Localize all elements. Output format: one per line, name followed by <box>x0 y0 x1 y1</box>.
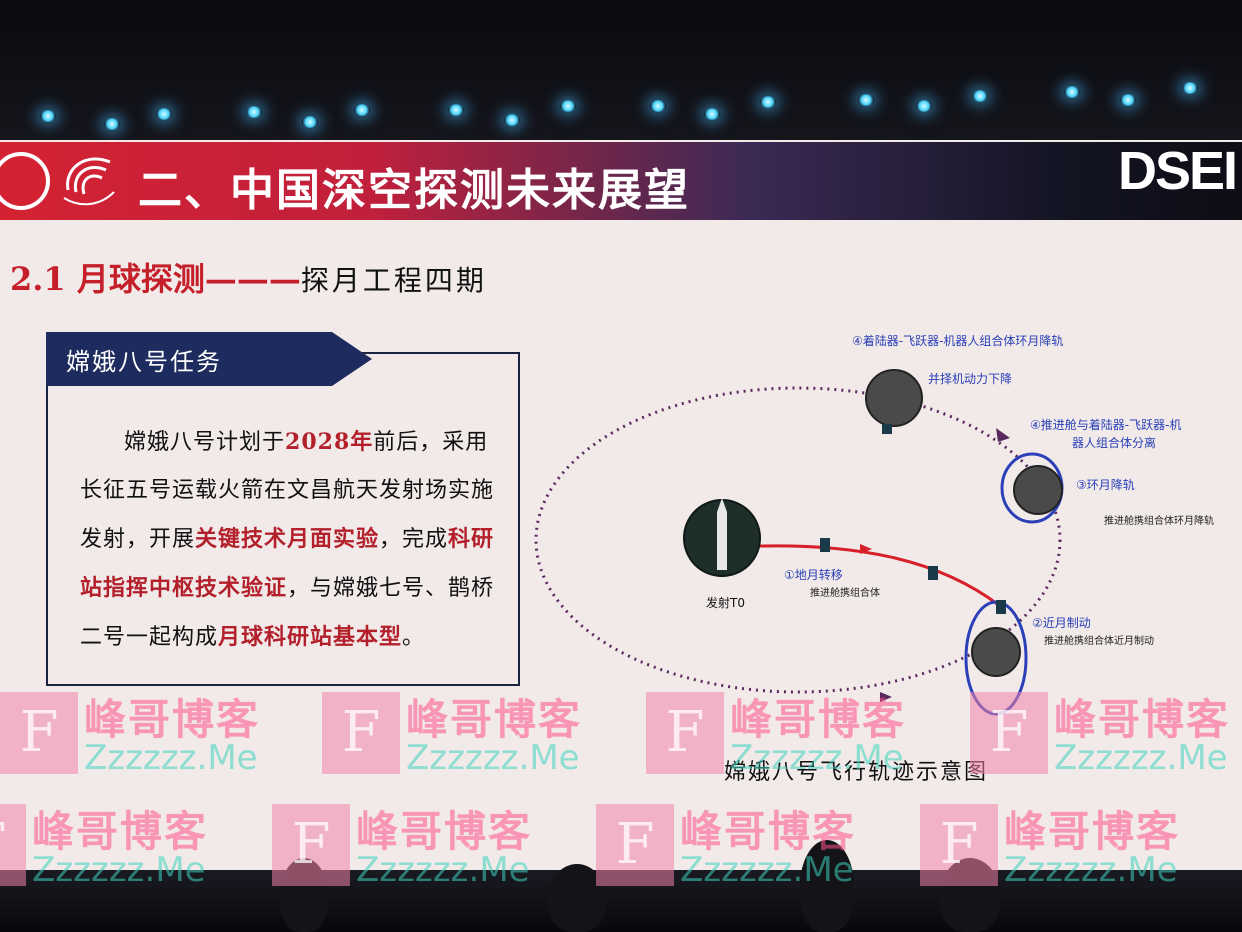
mission-panel-title: 嫦娥八号任务 <box>66 348 222 376</box>
step3-label: ③环月降轨 <box>1076 478 1135 492</box>
mission-highlight: 月球科研站基本型 <box>218 624 403 650</box>
stage-light <box>156 108 172 120</box>
step1-label: ①地月转移 <box>784 568 843 582</box>
stage-light <box>704 108 720 120</box>
step2-label: ②近月制动 <box>1032 616 1091 630</box>
moon-icon <box>1013 465 1063 515</box>
moon-icon <box>971 627 1021 677</box>
slide-header-title: 二、中国深空探测未来展望 <box>138 165 690 216</box>
diagram-caption: 嫦娥八号飞行轨迹示意图 <box>724 760 989 785</box>
stage-light <box>650 100 666 112</box>
stage-light <box>972 90 988 102</box>
spacecraft-icon <box>928 566 938 580</box>
section-heading: 2.1 月球探测———探月工程四期 <box>10 254 487 300</box>
mission-highlight: 关键技术月面实验 <box>195 526 380 552</box>
audience-head <box>280 858 328 932</box>
section-number: 2.1 <box>10 260 66 298</box>
spacecraft-icon <box>882 424 892 434</box>
spacecraft-icon <box>820 538 830 552</box>
mission-year: 2028年 <box>285 429 374 455</box>
stage-light <box>1064 86 1080 98</box>
stage-light <box>560 100 576 112</box>
mission-description: 嫦娥八号计划于2028年前后，采用长征五号运载火箭在文昌航天发射场实施发射，开展… <box>80 418 500 662</box>
audience-silhouettes <box>0 870 1242 932</box>
step4-label-continued: 器人组合体分离 <box>1072 436 1157 450</box>
launch-label: 发射T0 <box>706 596 745 610</box>
stage-ceiling <box>0 0 1242 140</box>
stage-light <box>916 100 932 112</box>
stage-light <box>1120 94 1136 106</box>
mission-text: 。 <box>402 625 426 650</box>
slide-header-bar <box>0 142 1242 220</box>
institution-logo-icon <box>0 152 50 210</box>
moon-icon <box>865 369 923 427</box>
stage-light <box>1182 82 1198 94</box>
section-name: 月球探测 <box>76 260 205 298</box>
step1-sublabel: 推进舱携组合体 <box>810 588 880 599</box>
stage-light <box>354 104 370 116</box>
flight-trajectory-diagram <box>534 369 1064 716</box>
orbit-arrow-icon <box>880 692 892 702</box>
brand-logo: DSEI <box>1118 141 1238 201</box>
stage-light <box>40 110 56 122</box>
stage-light <box>760 96 776 108</box>
lunar-orbit-ellipse <box>534 386 1062 694</box>
audience-head <box>800 840 854 932</box>
step2-sublabel: 推进舱携组合体近月制动 <box>1044 636 1154 647</box>
section-dash: ——— <box>204 260 301 298</box>
rocket-nose-icon <box>717 498 727 512</box>
step5-label: ④着陆器-飞跃器-机器人组合体环月降轨 <box>852 334 1064 348</box>
mission-text: 嫦娥八号计划于 <box>124 430 286 455</box>
mission-text: ，完成 <box>379 527 449 552</box>
mission-highlight: 科研站指挥中枢技术验证 <box>80 526 495 601</box>
transfer-trajectory <box>759 544 1001 608</box>
mission-panel-tab <box>46 332 372 386</box>
step3-sublabel: 推进舱携组合体环月降轨 <box>1104 516 1214 527</box>
stage-light <box>504 114 520 126</box>
stage-light <box>302 116 318 128</box>
mission-text: 前后，采用长征五号运载火箭在文昌航天发射场实施发射，开展 <box>80 430 495 552</box>
rocket-icon <box>717 512 727 570</box>
stage-light <box>104 118 120 130</box>
audience-head <box>548 864 606 932</box>
section-subtitle: 探月工程四期 <box>300 264 487 297</box>
spacecraft-icon <box>996 600 1006 614</box>
mission-text: ，与嫦娥七号、鹊桥二号一起构成 <box>80 576 495 650</box>
audience-head <box>940 858 1000 932</box>
orbit-arrow-icon <box>996 428 1010 442</box>
stage-light <box>858 94 874 106</box>
stage-light <box>448 104 464 116</box>
stage-light <box>246 106 262 118</box>
trajectory-arrow-icon <box>860 544 872 554</box>
step5-sublabel: 并择机动力下降 <box>928 372 1013 386</box>
swirl-logo-icon <box>63 157 115 206</box>
step4-label: ④推进舱与着陆器-飞跃器-机 <box>1030 418 1182 432</box>
